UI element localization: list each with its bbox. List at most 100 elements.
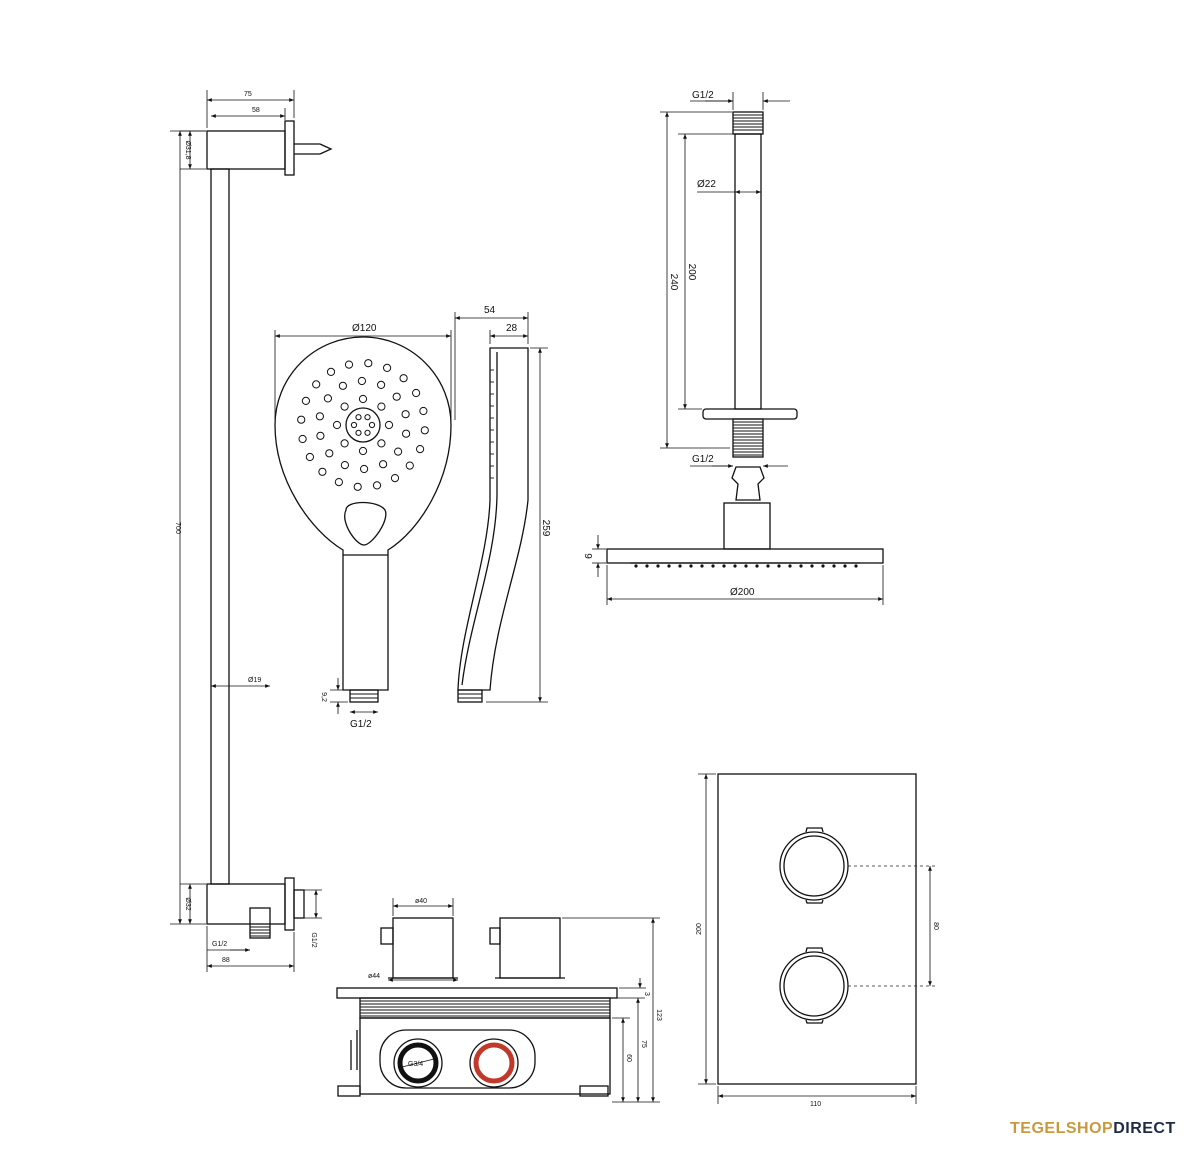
- box-height-box-label: 75: [640, 1040, 647, 1048]
- hand-shower-connection-label: G1/2: [350, 719, 372, 730]
- rain-nozzle: [678, 564, 682, 568]
- rain-nozzle: [744, 564, 748, 568]
- spray-nozzle: [318, 467, 327, 476]
- arm-bottom-thread: [732, 418, 764, 458]
- rail-width-total-label: 75: [244, 91, 252, 98]
- brand-part1: TEGELSHOP: [1010, 1120, 1114, 1137]
- sliding-rail-drawing: 75 58 Ø31,8 700 Ø19 Ø32 G1/2 G1/2 88: [170, 90, 333, 972]
- rail-rod: [210, 168, 230, 885]
- box-mounting-plate: [336, 987, 618, 999]
- brand-logo: TEGELSHOPDIRECT: [1010, 1120, 1176, 1138]
- cover-plate: [717, 773, 917, 1085]
- cover-width-label: 110: [810, 1101, 821, 1108]
- rain-nozzle: [755, 564, 759, 568]
- box-height-total-label: 123: [655, 1009, 662, 1021]
- box-inlet-recess: [379, 1029, 536, 1089]
- rain-nozzle: [689, 564, 693, 568]
- box-knob-right: [499, 917, 561, 979]
- rail-width-arm-label: 58: [252, 107, 260, 114]
- ball-joint: [731, 466, 765, 501]
- hand-shower-side-drawing: 54 28 259: [454, 305, 551, 703]
- thermostat-box-drawing: G3/4 ø40 ø44 123 75 60 3: [336, 898, 662, 1103]
- arm-pipe: [734, 133, 762, 410]
- rain-nozzle: [832, 564, 836, 568]
- spray-nozzle: [357, 376, 366, 386]
- rain-nozzle: [821, 564, 825, 568]
- box-plate-thickness-label: 3: [643, 992, 650, 996]
- cover-knob-bottom: [779, 951, 849, 1021]
- rail-connection-right-label: G1/2: [310, 932, 317, 947]
- box-height-inlet-label: 60: [625, 1054, 632, 1062]
- rain-nozzle: [854, 564, 858, 568]
- arm-length-pipe-label: 200: [686, 264, 697, 281]
- hand-shower-front-drawing: Ø120 9,2 G1/2: [274, 323, 452, 730]
- cover-knob-spacing-label: 80: [932, 922, 939, 930]
- arm-length-total-label: 240: [668, 274, 679, 291]
- rain-shower-head: [606, 548, 884, 564]
- hand-shower-length-label: 259: [540, 520, 551, 537]
- box-knob-dia-label: ø40: [415, 898, 427, 905]
- inlet-cold-ring: [397, 1042, 439, 1084]
- center-nozzle: [350, 421, 358, 429]
- rail-top-bracket: [206, 130, 286, 170]
- brand-part2: DIRECT: [1113, 1120, 1176, 1137]
- rail-bottom-flange: [284, 877, 295, 931]
- spray-nozzle: [358, 394, 368, 404]
- center-nozzle: [364, 429, 371, 436]
- rail-height-label: 700: [174, 522, 181, 534]
- rain-nozzles: [634, 564, 858, 568]
- spray-nozzle: [326, 367, 336, 376]
- spray-nozzle: [372, 481, 382, 490]
- spray-nozzle: [325, 449, 334, 458]
- spray-nozzle: [315, 412, 324, 421]
- spray-nozzle: [323, 394, 332, 403]
- rain-head-dia-label: Ø200: [730, 587, 755, 598]
- rail-dia-bottom-label: Ø32: [184, 897, 191, 910]
- spray-nozzle: [377, 439, 386, 448]
- spray-nozzle: [402, 429, 411, 438]
- arm-connection-bottom-label: G1/2: [692, 454, 714, 465]
- center-nozzle-ring: [345, 407, 381, 443]
- box-knob-left: [392, 917, 454, 979]
- box-connection-label: G3/4: [408, 1061, 423, 1068]
- rail-connection-left-label: G1/2: [212, 941, 227, 948]
- ceiling-arm-drawing: G1/2 240 200 Ø22 G1/2 9 Ø200: [582, 90, 884, 605]
- arm-connection-top-label: G1/2: [692, 90, 714, 101]
- rain-nozzle: [777, 564, 781, 568]
- rain-nozzle: [722, 564, 726, 568]
- spray-nozzle: [377, 402, 386, 411]
- spray-nozzle: [405, 461, 414, 470]
- spray-nozzle: [312, 380, 321, 389]
- spray-nozzle: [364, 359, 373, 368]
- spray-nozzle: [419, 406, 428, 416]
- spray-nozzle: [416, 445, 425, 454]
- rail-dia-top-label: Ø31,8: [184, 140, 191, 159]
- arm-dia-label: Ø22: [697, 179, 716, 190]
- inlet-hot-ring: [473, 1042, 515, 1084]
- rain-head-thickness-label: 9: [582, 553, 593, 559]
- hand-shower-nipple-label: 9,2: [320, 692, 327, 702]
- cover-knob-top: [779, 831, 849, 901]
- spray-nozzle: [332, 420, 342, 430]
- spray-nozzle: [340, 402, 349, 411]
- box-rosette-dia-label: ø44: [368, 973, 380, 980]
- center-nozzle: [368, 421, 376, 429]
- spray-nozzle: [344, 360, 354, 369]
- rail-outlet-nipple: [249, 907, 271, 939]
- inlet-cold-outer: [393, 1038, 443, 1088]
- hand-shower-side-nipple: [457, 689, 483, 703]
- spray-nozzles: [297, 359, 429, 491]
- spray-nozzle: [338, 381, 347, 390]
- center-nozzle: [364, 414, 371, 421]
- spray-nozzle: [340, 439, 349, 448]
- head-connector: [723, 502, 771, 550]
- arm-rosette: [702, 408, 798, 420]
- cover-height-label: 200: [696, 923, 703, 935]
- rain-nozzle: [634, 564, 638, 568]
- spray-nozzle: [298, 434, 307, 444]
- hand-shower-depth-total-label: 54: [484, 305, 496, 316]
- rail-top-flange: [284, 120, 295, 176]
- hand-shower-side-outline: [457, 347, 529, 691]
